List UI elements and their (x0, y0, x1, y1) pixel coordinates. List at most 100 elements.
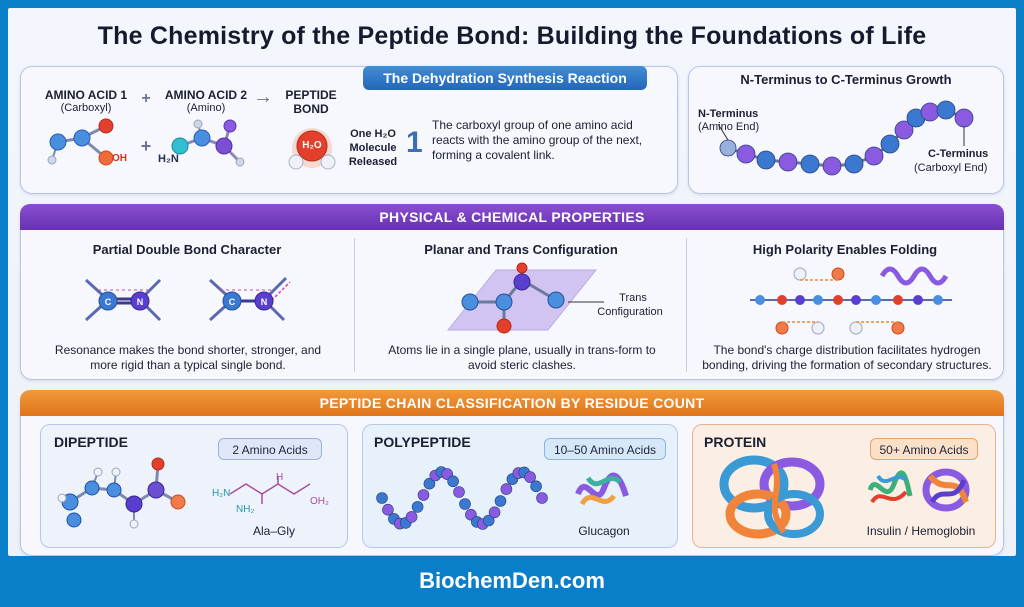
terminus-panel (688, 66, 1004, 194)
water-molecule (288, 128, 336, 170)
h2n-group-label: H₂N (158, 153, 179, 165)
chain-bead (719, 139, 737, 157)
svg-text:C: C (229, 297, 236, 307)
reaction-arrow: → (253, 86, 273, 108)
polypeptide-bead (482, 514, 495, 527)
chain-bead (800, 154, 820, 174)
dipeptide-molecule (57, 457, 186, 529)
polypeptide-chain (376, 466, 548, 530)
property-title-double-bond: Partial Double Bond Character (92, 242, 282, 257)
polypeptide-bead (411, 501, 424, 513)
aa1-subtitle: (Carboxyl) (60, 102, 112, 114)
property-title-planar: Planar and Trans Configuration (424, 242, 618, 257)
chain-bead (954, 108, 974, 128)
chain-bead (880, 134, 900, 154)
dipeptide-badge: 2 Amino Acids (218, 438, 322, 460)
polypeptide-bead (494, 495, 507, 507)
svg-text:N: N (261, 297, 268, 307)
ala-gly-h-label: H (276, 472, 284, 483)
water-released-line1: One H₂O (350, 128, 396, 140)
svg-text:N: N (137, 297, 144, 307)
n-terminus-subtitle: (Amino End) (698, 121, 760, 133)
polypeptide-bead (376, 492, 388, 504)
ala-gly-h2n-label: H₂N (212, 488, 231, 499)
amino-acid-2-molecule (171, 119, 245, 167)
polypeptide-bead (536, 492, 548, 504)
property-text-polarity: The bond's charge distribution facilitat… (702, 343, 992, 372)
glucagon-ribbon (575, 472, 629, 506)
plus-sign-2: + (140, 136, 152, 156)
property-text-planar: Atoms lie in a single plane, usually in … (388, 343, 656, 372)
trans-callout-line (568, 301, 604, 303)
protein-example: Insulin / Hemoglobin (866, 524, 976, 538)
trans-callout-line2: Configuration (597, 306, 663, 318)
dipeptide-title: DIPEPTIDE (54, 434, 128, 450)
ala-gly-oh2-label: OH₂ (310, 496, 329, 507)
c-terminus-title: C-Terminus (928, 148, 989, 160)
trans-callout-line1: Trans (619, 292, 647, 304)
property-title-polarity: High Polarity Enables Folding (752, 242, 938, 257)
peptide-bond-label-line1: PEPTIDE (285, 88, 337, 102)
properties-heading: PHYSICAL & CHEMICAL PROPERTIES (20, 204, 1004, 230)
polypeptide-bead (524, 471, 536, 483)
polypeptide-bead (447, 475, 459, 488)
chain-bead (822, 156, 842, 176)
protein-badge: 50+ Amino Acids (870, 438, 978, 460)
water-released-line2: Molecule (349, 142, 397, 154)
properties-divider-1 (354, 238, 355, 372)
peptide-bond-label-line2: BOND (293, 102, 329, 116)
chain-bead (936, 100, 956, 120)
water-label: H₂O (302, 140, 322, 151)
classification-heading: PEPTIDE CHAIN CLASSIFICATION BY RESIDUE … (20, 390, 1004, 416)
polypeptide-example: Glucagon (578, 524, 630, 538)
polypeptide-bead (530, 480, 542, 493)
polypeptide-bead (423, 477, 436, 490)
chain-bead (844, 154, 864, 174)
chain-bead (736, 144, 756, 164)
dehydration-heading: The Dehydration Synthesis Reaction (363, 66, 647, 90)
chain-bead (864, 146, 884, 166)
polypeptide-bead (417, 489, 430, 501)
plus-sign: + (141, 90, 151, 107)
infographic-canvas: The Chemistry of the Peptide Bond: Build… (8, 8, 1016, 556)
chain-bead (920, 102, 940, 122)
oh-group-label: OH (112, 153, 127, 164)
polypeptide-bead (405, 511, 418, 523)
properties-divider-2 (686, 238, 687, 372)
aa1-title: AMINO ACID 1 (44, 88, 128, 102)
polypeptide-bead (500, 483, 513, 495)
polypeptide-bead (459, 498, 471, 510)
dipeptide-example: Ala–Gly (252, 524, 296, 538)
chain-bead (894, 120, 914, 140)
polypeptide-bead (382, 503, 394, 516)
n-terminus-title: N-Terminus (698, 108, 759, 120)
chain-bead (778, 152, 798, 172)
ala-gly-skeletal-formula (229, 476, 311, 504)
ala-gly-nh2-label: NH₂ (236, 504, 255, 515)
polypeptide-bead (488, 506, 501, 519)
c-terminus-subtitle: (Carboxyl End) (914, 162, 988, 174)
footer-brand[interactable]: BiochemDen.com (419, 568, 605, 593)
polypeptide-title: POLYPEPTIDE (374, 434, 471, 450)
page-title: The Chemistry of the Peptide Bond: Build… (97, 22, 927, 50)
resonance-structures: C N C N (84, 276, 291, 322)
svg-text:C: C (105, 297, 112, 307)
water-released-line3: Released (348, 156, 398, 168)
planar-peptide-plane (446, 262, 598, 334)
step-number: 1 (406, 126, 423, 159)
protein-3d-structure (719, 455, 825, 539)
property-text-double-bond: Resonance makes the bond shorter, strong… (54, 343, 322, 372)
terminus-heading: N-Terminus to C-Terminus Growth (740, 72, 952, 87)
polypeptide-bead (453, 486, 465, 498)
hydrogen-bonding-diagram (750, 266, 952, 335)
aa2-subtitle: (Amino) (186, 102, 226, 114)
chain-bead (756, 150, 776, 170)
polypeptide-badge: 10–50 Amino Acids (544, 438, 666, 460)
dehydration-description: The carboxyl group of one amino acid rea… (432, 118, 643, 162)
protein-title: PROTEIN (704, 434, 767, 450)
aa2-title: AMINO ACID 2 (164, 88, 248, 102)
amino-acid-1-molecule (47, 118, 114, 166)
insulin-hemoglobin-icons (867, 468, 970, 512)
n-terminus-pointer (717, 123, 729, 141)
peptide-chain-growth (717, 100, 974, 176)
